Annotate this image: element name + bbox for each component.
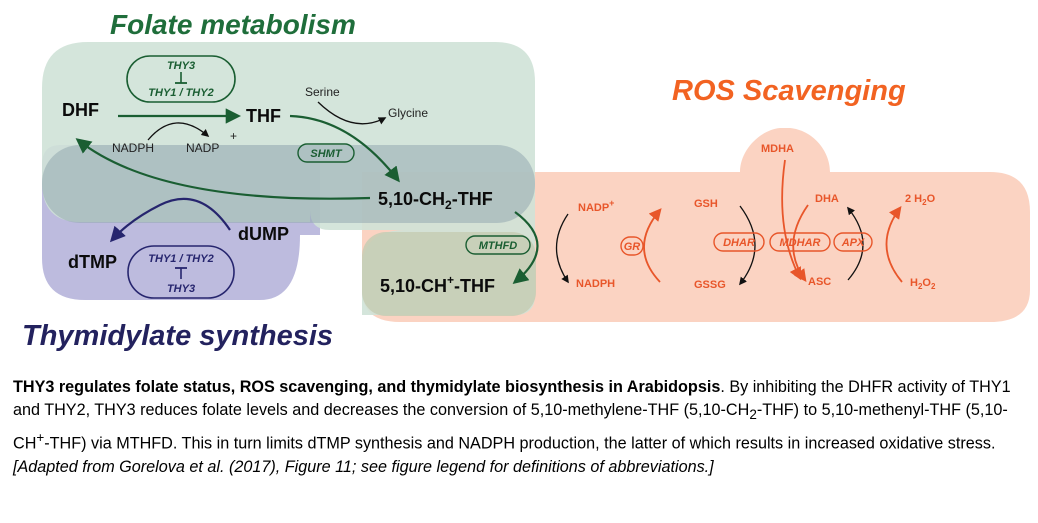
thy3-label-bottom: THY3 <box>167 283 195 295</box>
thf-node: THF <box>246 106 281 126</box>
mdhar-label: MDHAR <box>780 237 821 249</box>
gr-enzyme-box <box>620 236 644 256</box>
shmt-enzyme-box <box>297 143 355 163</box>
ch2thf-to-dhf-arrow <box>75 138 371 200</box>
caption-sup-plus: + <box>36 430 45 446</box>
thy-inhibition-oval-top <box>126 55 236 103</box>
nadph-ros-label: NADPH <box>576 278 615 290</box>
dha-label: DHA <box>815 193 839 205</box>
gsh-label: GSH <box>694 198 718 210</box>
dha-to-asc-arc <box>792 204 809 283</box>
overlap-region <box>42 145 535 223</box>
asc-to-dha-arc <box>847 206 864 281</box>
apx-label: APX <box>841 237 865 249</box>
folate-diagram: Folate metabolism Thymidylate synthesis … <box>22 9 1030 352</box>
gssg-label: GSSG <box>694 279 726 291</box>
serine-label: Serine <box>305 85 340 99</box>
apx-enzyme-box <box>833 232 873 252</box>
dump-node: dUMP <box>238 224 289 244</box>
shmt-label: SHMT <box>310 148 342 160</box>
nadph-cofactor-arc <box>147 122 210 141</box>
chthf-node: 5,10-CH+-THF <box>380 273 495 296</box>
glycine-label: Glycine <box>388 106 428 120</box>
mdhar-enzyme-box <box>769 232 831 252</box>
nadph-label: NADPH <box>112 141 154 155</box>
thy-inhibition-oval-bottom <box>127 245 235 299</box>
dhar-enzyme-box <box>713 232 765 252</box>
figure-caption: THY3 regulates folate status, ROS scaven… <box>13 376 1028 479</box>
folate-region-lower <box>362 232 536 316</box>
thy-pair-label-top: THY1 / THY2 <box>148 87 213 99</box>
caption-citation: [Adapted from Gorelova et al. (2017), Fi… <box>13 457 714 476</box>
ros-title: ROS Scavenging <box>672 75 906 107</box>
caption-text-1: . By inhibiting the DHFR activity of THY… <box>13 378 1011 419</box>
mthfd-enzyme-box <box>465 235 531 255</box>
mdha-label: MDHA <box>761 143 794 155</box>
gr-label: GR <box>624 241 641 253</box>
ch2thf-node: 5,10-CH2-THF <box>378 189 493 212</box>
h2o2-label: H2O2 <box>910 277 936 291</box>
nadp-to-nadph-arc <box>555 213 569 284</box>
nadp-label: NADP <box>186 141 219 155</box>
serine-to-glycine-arc <box>317 101 387 125</box>
caption-text-3: -THF) via MTHFD. This in turn limits dTM… <box>44 434 996 453</box>
dhar-label: DHAR <box>723 237 755 249</box>
ch2thf-to-chthf-arrow <box>512 211 539 284</box>
h2o2-to-water-arc <box>885 205 903 283</box>
nadp-plus-ros-label: NADP+ <box>578 198 614 214</box>
gr-left-arc <box>643 208 662 283</box>
water-label: 2 H2O <box>905 193 936 207</box>
mthfd-label: MTHFD <box>479 240 518 252</box>
folate-title: Folate metabolism <box>110 9 356 40</box>
dtmp-node: dTMP <box>68 252 117 272</box>
nadp-plus-label: + <box>230 129 237 143</box>
dump-to-dtmp-arrow <box>109 197 231 243</box>
dhf-node: DHF <box>62 100 99 120</box>
thy3-label-top: THY3 <box>167 60 195 72</box>
thymidylate-title: Thymidylate synthesis <box>22 320 333 352</box>
thy-pair-label-bottom: THY1 / THY2 <box>148 253 213 265</box>
thf-to-ch2thf-arrow <box>289 114 400 183</box>
caption-title: THY3 regulates folate status, ROS scaven… <box>13 378 721 396</box>
mdha-to-asc-arrow <box>781 159 802 281</box>
caption-sub-2: 2 <box>749 407 757 423</box>
asc-label: ASC <box>808 276 831 288</box>
gsh-to-gssg-arc <box>739 205 756 286</box>
caption-text-2: -THF) to 5,10-methenyl-THF (5,10-CH <box>13 401 1008 453</box>
